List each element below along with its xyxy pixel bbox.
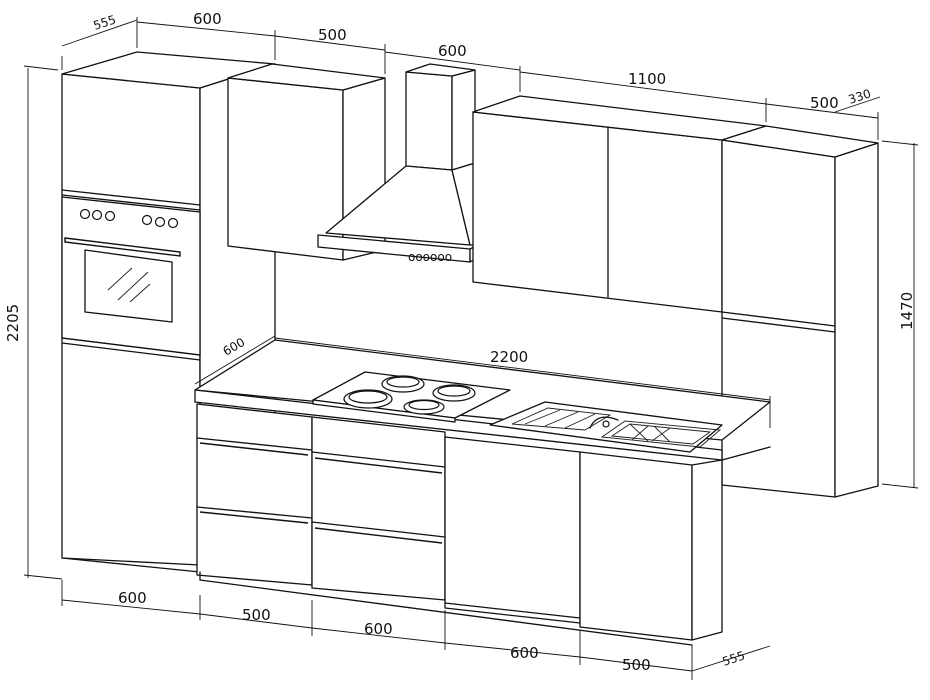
dim-depth-left: 555: [92, 12, 118, 32]
dim-bottom-600-drawer: 600: [364, 620, 393, 638]
drawer-600-handle-2[interactable]: [314, 527, 443, 544]
dim-counter-2200: 2200: [490, 348, 528, 366]
hood-chimney-front: [405, 71, 453, 171]
cooktop: [312, 371, 511, 423]
dishwasher-cabinet-600: [444, 436, 581, 624]
oven-knob-1[interactable]: [79, 208, 91, 220]
dim-hood-600: 600: [438, 42, 467, 60]
countertop: [194, 339, 771, 461]
oven-handle[interactable]: [64, 237, 181, 257]
dim-bottom-depth-555: 555: [721, 648, 747, 668]
right-cabinet-side: [834, 142, 879, 498]
sink: [489, 401, 723, 453]
oven-knob-2[interactable]: [91, 209, 103, 221]
wall-cabinet-double-front: [472, 111, 723, 313]
dim-bottom-600-tall: 600: [118, 589, 147, 607]
oven-knob-3[interactable]: [104, 210, 116, 222]
extractor-hood: oooooo: [317, 63, 479, 264]
drawer-cabinet-600: [311, 416, 446, 601]
sink-base-cabinet-500: [579, 451, 693, 641]
sink-faucet[interactable]: [589, 416, 619, 429]
drawer-cabinet-500: [196, 403, 313, 586]
drawer-500-handle-2[interactable]: [199, 511, 309, 524]
dimension-lines: [23, 17, 919, 680]
right-cabinet-top: [721, 125, 879, 158]
dim-right-500: 500: [810, 94, 839, 112]
oven-knob-5[interactable]: [154, 216, 166, 228]
sink-base-side: [691, 459, 723, 641]
sink-drainer: [511, 407, 612, 431]
dim-right-depth-330: 330: [847, 86, 873, 106]
drawer-600-handle-1[interactable]: [314, 457, 443, 474]
base-cabinets: [196, 403, 771, 646]
dimension-labels: 555 600 500 600 1100 500 330 2205 1470 6…: [4, 10, 916, 674]
oven-window: [84, 249, 173, 323]
wall-cabinet-1100: [472, 95, 767, 313]
dim-height-1470: 1470: [898, 292, 916, 330]
dim-wall-500: 500: [318, 26, 347, 44]
hood-control-buttons[interactable]: oooooo: [408, 250, 452, 264]
dim-height-2205: 2205: [4, 304, 22, 342]
sink-basin: [600, 420, 722, 448]
dim-wall-1100: 1100: [628, 70, 666, 88]
upper-door-bottom: [61, 189, 201, 206]
dim-bottom-600-dishwasher: 600: [510, 644, 539, 662]
oven-knob-6[interactable]: [167, 217, 179, 229]
right-tall-cabinet: [721, 125, 879, 498]
oven-knob-4[interactable]: [141, 214, 153, 226]
drawer-500-handle-1[interactable]: [199, 442, 309, 456]
dim-bottom-500-drawer: 500: [242, 606, 271, 624]
wall-cabinet-top: [227, 63, 386, 91]
dim-bottom-500-sink: 500: [622, 656, 651, 674]
dim-tall-width-top: 600: [193, 10, 222, 28]
